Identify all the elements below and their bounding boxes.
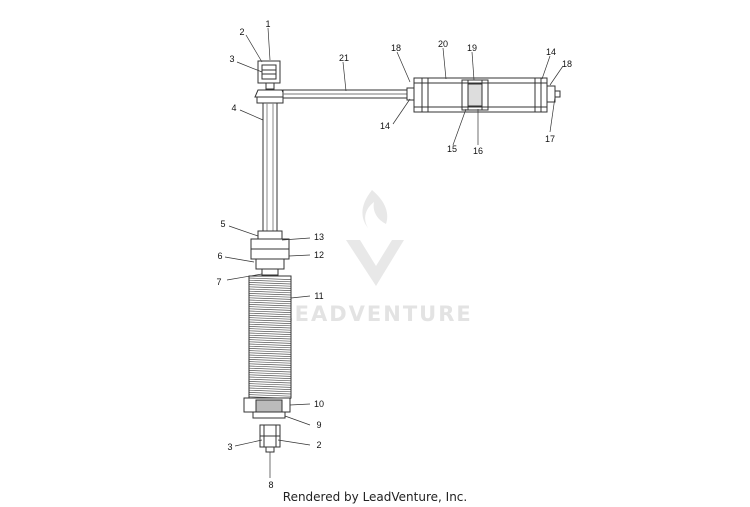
spring-coil-line bbox=[248, 378, 292, 382]
callout-18-right: 18 bbox=[562, 59, 572, 69]
spring-coil-line bbox=[248, 284, 292, 287]
spring-coil-line bbox=[248, 337, 292, 340]
spring-coil-line bbox=[248, 315, 292, 318]
callout-17: 17 bbox=[545, 134, 555, 144]
spring-coil-line bbox=[248, 319, 292, 322]
spring-coil-line bbox=[248, 286, 292, 289]
spring-coil-line bbox=[248, 304, 292, 307]
spring-coil-line bbox=[248, 332, 292, 335]
top-mount bbox=[254, 60, 286, 104]
spring-coil-line bbox=[248, 290, 292, 294]
spring-coil-line bbox=[248, 350, 292, 353]
spring-coil-line bbox=[248, 330, 292, 333]
callout-21: 21 bbox=[339, 53, 349, 63]
lower-spring-seat bbox=[243, 397, 291, 419]
callout-19: 19 bbox=[467, 43, 477, 53]
bottom-mount bbox=[259, 424, 281, 453]
spring-coil-line bbox=[248, 381, 292, 384]
spring-coil-line bbox=[248, 372, 292, 375]
spring-coil-line bbox=[248, 356, 292, 360]
callout-9: 9 bbox=[316, 420, 321, 430]
shock-body-upper bbox=[250, 230, 290, 276]
spring-coil-line bbox=[248, 370, 292, 373]
spring-coil-line bbox=[248, 392, 292, 395]
spring-coil-line bbox=[248, 352, 292, 355]
spring-coil-line bbox=[248, 277, 292, 280]
watermark-flame-icon bbox=[362, 190, 388, 228]
remote-reservoir bbox=[406, 77, 561, 113]
spring-coil-line bbox=[248, 389, 292, 393]
spring-coil-line bbox=[248, 297, 292, 300]
callout-12: 12 bbox=[314, 250, 324, 260]
spring-coil-line bbox=[248, 345, 292, 349]
callout-20: 20 bbox=[438, 39, 448, 49]
spring-coil-line bbox=[248, 279, 292, 283]
callout-labels: 1 2 3 4 21 18 20 19 14 18 14 15 16 17 5 … bbox=[216, 19, 572, 490]
spring-coil-line bbox=[248, 376, 292, 379]
callout-10: 10 bbox=[314, 399, 324, 409]
spring-coil-line bbox=[248, 394, 292, 397]
spring-coil-line bbox=[248, 321, 292, 324]
callout-6: 6 bbox=[217, 251, 222, 261]
callout-3-bottom: 3 bbox=[227, 442, 232, 452]
spring-coil-line bbox=[248, 339, 292, 342]
spring-coil-line bbox=[248, 343, 292, 346]
shock-drawing bbox=[243, 60, 561, 453]
spring-coil-line bbox=[248, 328, 292, 331]
leadventure-watermark: LEADVENTURE bbox=[279, 190, 472, 326]
render-credit: Rendered by LeadVenture, Inc. bbox=[282, 490, 468, 504]
watermark-v-logo-icon bbox=[346, 240, 404, 286]
spring-coil-line bbox=[248, 363, 292, 366]
spring-coil-line bbox=[248, 312, 292, 316]
coil-spring bbox=[248, 275, 292, 399]
spring-coil-line bbox=[248, 323, 292, 327]
spring-coil-line bbox=[248, 288, 292, 291]
callout-16: 16 bbox=[473, 146, 483, 156]
spring-coil-line bbox=[248, 334, 292, 338]
spring-coil-line bbox=[248, 387, 292, 390]
callout-2-bottom: 2 bbox=[316, 440, 321, 450]
callout-7: 7 bbox=[216, 277, 221, 287]
watermark-brand-text: LEADVENTURE bbox=[279, 302, 472, 326]
spring-coil-line bbox=[248, 295, 292, 298]
callout-14-right: 14 bbox=[546, 47, 556, 57]
spring-coil-line bbox=[248, 367, 292, 371]
callout-1: 1 bbox=[265, 19, 270, 29]
callout-15: 15 bbox=[447, 144, 457, 154]
callout-5: 5 bbox=[220, 219, 225, 229]
spring-coil-line bbox=[248, 365, 292, 368]
callout-18-left: 18 bbox=[391, 43, 401, 53]
spring-coil-line bbox=[248, 293, 292, 296]
callout-4: 4 bbox=[231, 103, 236, 113]
callout-14-left: 14 bbox=[380, 121, 390, 131]
spring-coil-line bbox=[248, 308, 292, 311]
spring-coil-line bbox=[248, 359, 292, 362]
callout-8: 8 bbox=[268, 480, 273, 490]
spring-coil-line bbox=[248, 301, 292, 305]
spring-coil-line bbox=[248, 341, 292, 344]
spring-coil-line bbox=[248, 326, 292, 329]
spring-coil-line bbox=[248, 354, 292, 357]
spring-coil-line bbox=[248, 383, 292, 386]
callout-2: 2 bbox=[239, 27, 244, 37]
spring-coil-line bbox=[248, 317, 292, 320]
spring-coil-line bbox=[248, 282, 292, 285]
spring-coil-line bbox=[248, 374, 292, 377]
spring-coil-line bbox=[248, 299, 292, 302]
reservoir-hose bbox=[282, 89, 411, 99]
spring-coil-line bbox=[248, 310, 292, 313]
spring-coil-line bbox=[248, 306, 292, 309]
leader-lines bbox=[224, 27, 564, 478]
spring-coil-line bbox=[248, 385, 292, 388]
spring-coil-line bbox=[248, 361, 292, 364]
callout-13: 13 bbox=[314, 232, 324, 242]
callout-11: 11 bbox=[314, 291, 323, 301]
shock-shaft bbox=[262, 102, 278, 234]
spring-coil-line bbox=[248, 348, 292, 351]
callout-3: 3 bbox=[229, 54, 234, 64]
